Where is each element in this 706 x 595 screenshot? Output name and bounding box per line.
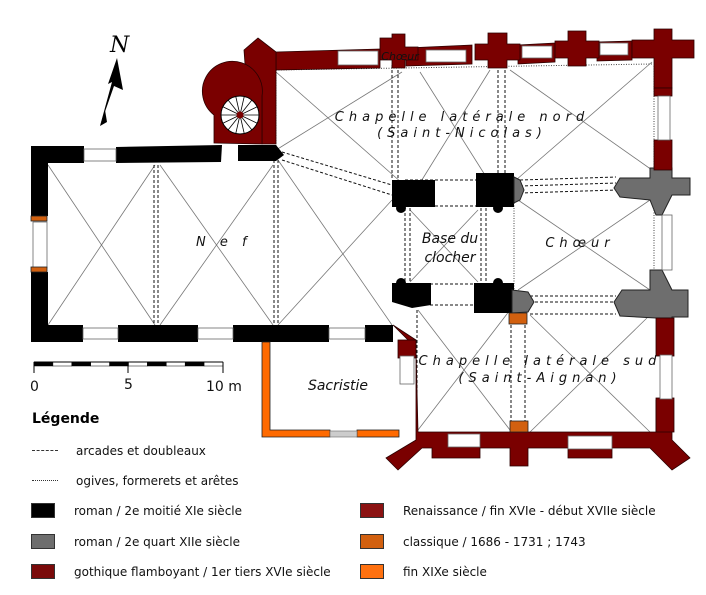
windows-south: [337, 42, 673, 450]
room-sacristie: Sacristie: [308, 378, 368, 394]
legend-label: ogives, formerets et arêtes: [76, 474, 239, 488]
legend-item-classique: classique / 1686 - 1731 ; 1743: [360, 534, 586, 549]
scale-segment: [184, 361, 205, 367]
legend-item-roman-xii: roman / 2e quart XIIe siècle: [31, 534, 240, 549]
legend-label: fin XIXe siècle: [403, 564, 487, 579]
scale-label-0: 0: [30, 379, 39, 395]
legend-label: roman / 2e quart XIIe siècle: [74, 534, 240, 549]
color-swatch: [31, 564, 55, 579]
legend-label: arcades et doubleaux: [76, 444, 206, 458]
scale-segment: [147, 361, 167, 367]
legend-item-arcades: arcades et doubleaux: [32, 444, 206, 458]
room-chapelle-nord-subtitle: (Saint-Nicolas): [377, 126, 547, 141]
scale-segment: [109, 361, 129, 367]
legend-title: Légende: [32, 411, 100, 427]
walls-classique: [30, 215, 529, 433]
north-label: N: [109, 33, 130, 58]
room-chapelle-sud-title: Chapelle latérale sud: [419, 354, 662, 369]
scale-segment: [203, 361, 224, 367]
scale-segment: [128, 361, 148, 367]
room-chapelle-nord-title: Chapelle latérale nord: [335, 110, 589, 125]
room-base-clocher-line1: Base du: [422, 231, 478, 247]
scale-label-5: 5: [124, 377, 133, 393]
legend-item-gothique: gothique flamboyant / 1er tiers XVIe siè…: [31, 564, 331, 579]
color-swatch: [31, 534, 55, 549]
scale-segment: [90, 361, 110, 367]
color-swatch: [360, 534, 384, 549]
color-swatch: [31, 503, 55, 518]
color-swatch: [360, 503, 384, 518]
legend-item-roman-xi: roman / 2e moitié XIe siècle: [31, 503, 242, 518]
room-nef: N e f: [196, 235, 252, 250]
color-swatch: [360, 564, 384, 579]
sacristy-window: [329, 430, 358, 438]
walls-xix: [261, 341, 400, 438]
north-arrow-icon: N: [100, 33, 130, 126]
legend-label: roman / 2e moitié XIe siècle: [74, 503, 243, 518]
legend-item-ogives: ogives, formerets et arêtes: [32, 474, 239, 488]
spiral-stair-icon: [220, 95, 260, 135]
room-chapelle-sud-subtitle: (Saint-Aignan): [458, 371, 621, 386]
legend-item-renaissance: Renaissance / fin XVIe - début XVIIe siè…: [360, 503, 656, 518]
scale-segment: [52, 361, 73, 367]
dashed-line-swatch: [32, 450, 58, 452]
windows: [32, 148, 366, 340]
room-choeur: Chœur: [545, 236, 614, 251]
room-choeur-small: Chœur: [381, 50, 420, 63]
legend-item-xix: fin XIXe siècle: [360, 564, 487, 579]
room-labels: N e f Chapelle latérale nord (Saint-Nico…: [196, 50, 662, 394]
scale-label-10: 10 m: [206, 379, 242, 395]
legend-label: classique / 1686 - 1731 ; 1743: [403, 534, 586, 549]
vault-ribs: [47, 61, 653, 433]
scale-segment: [71, 361, 91, 367]
walls-roman-xi: [31, 145, 514, 342]
scale-segment: [166, 361, 186, 367]
dotted-line-swatch: [32, 480, 58, 482]
room-base-clocher-line2: clocher: [424, 250, 476, 266]
scale-bar: 0 5 10 m: [30, 361, 242, 395]
legend-label: gothique flamboyant / 1er tiers XVIe siè…: [74, 564, 331, 579]
scale-segment: [33, 361, 54, 367]
legend-label: Renaissance / fin XVIe - début XVIIe siè…: [403, 503, 656, 518]
